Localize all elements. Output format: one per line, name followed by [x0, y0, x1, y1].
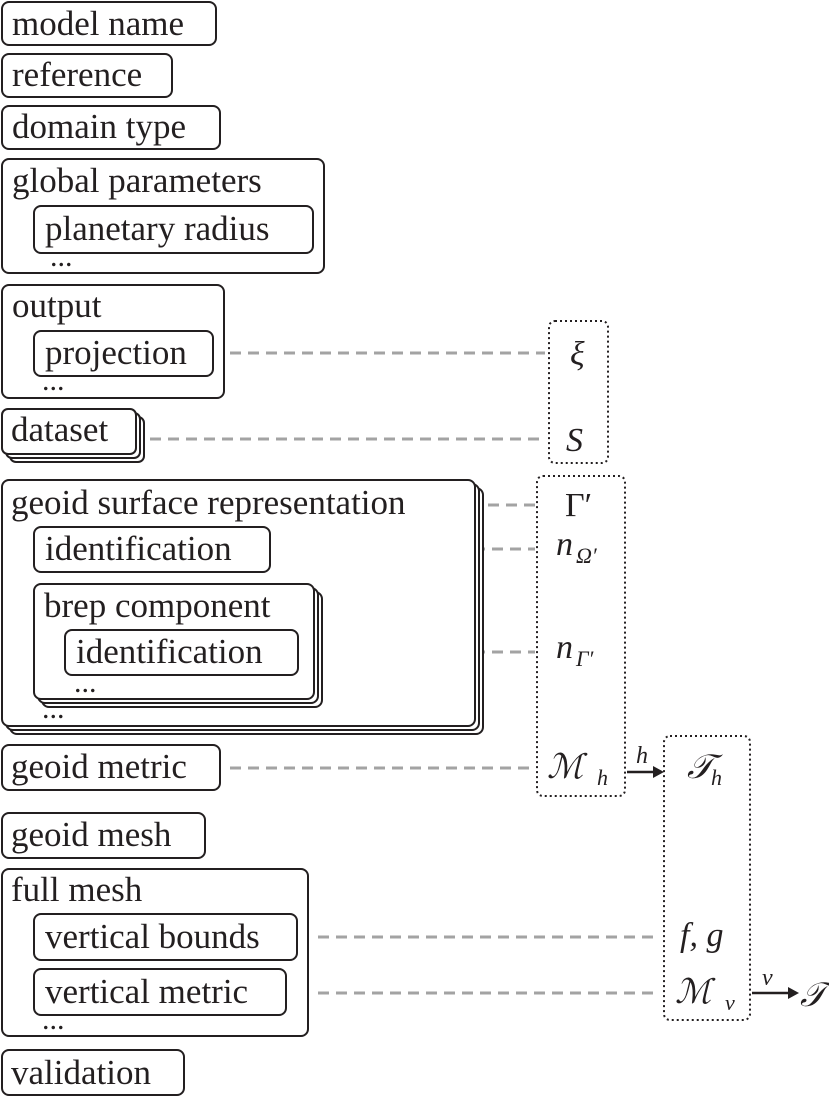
m-h-symbol: ℳ h [547, 749, 608, 790]
v-arrow: v [752, 965, 799, 999]
validation-box: validation [1, 1049, 185, 1096]
output-label: output [12, 286, 102, 325]
model-name-box: model name [1, 1, 217, 46]
h-arrow-label: h [636, 743, 648, 769]
n-omega-symbol: n Ω′ [556, 526, 598, 568]
domain-type-label: domain type [12, 107, 186, 146]
geoid-metric-box: geoid metric [1, 744, 221, 791]
t-final-symbol: 𝒯 [800, 977, 829, 1014]
svg-text:ℳ: ℳ [675, 974, 716, 1011]
t-h-symbol: 𝒯 h [687, 749, 723, 790]
brep-component-label: brep component [44, 586, 271, 625]
geoid-mesh-box: geoid mesh [1, 812, 206, 859]
svg-text:v: v [725, 990, 735, 1015]
h-arrow: h [627, 743, 664, 778]
output-symbols-box [548, 320, 609, 464]
svg-text:n: n [556, 526, 573, 563]
v-arrow-label: v [762, 965, 773, 991]
global-parameters-label: global parameters [12, 161, 262, 200]
brep-component-box-stack: brep component identification ... [33, 583, 323, 708]
validation-label: validation [11, 1053, 151, 1092]
domain-type-box: domain type [1, 105, 221, 150]
planetary-radius-label: planetary radius [45, 209, 270, 248]
gamma-prime-symbol: Γ′ [565, 487, 592, 524]
f-g-symbol: f, g [680, 917, 723, 954]
projection-label: projection [45, 333, 187, 372]
svg-text:ℳ: ℳ [547, 749, 588, 786]
full-mesh-ellipsis: ... [42, 1003, 65, 1036]
output-ellipsis: ... [42, 364, 65, 397]
output-box: output projection ... [1, 284, 225, 399]
global-parameters-ellipsis: ... [50, 240, 73, 273]
svg-text:h: h [597, 765, 608, 790]
geoid-mesh-label: geoid mesh [11, 815, 172, 854]
xi-symbol: ξ [570, 336, 585, 373]
brep-identification-label: identification [76, 632, 263, 671]
identification-label: identification [45, 529, 232, 568]
dataset-box-stack: dataset [1, 408, 145, 463]
vertical-metric-label: vertical metric [45, 972, 248, 1011]
reference-label: reference [12, 55, 142, 94]
s-symbol: S [566, 422, 583, 459]
geoid-metric-label: geoid metric [11, 747, 187, 786]
mesh-symbols-box [663, 735, 751, 1021]
svg-text:Ω′: Ω′ [576, 543, 598, 568]
full-mesh-box: full mesh vertical bounds vertical metri… [1, 868, 309, 1037]
surface-symbols-box [536, 475, 626, 797]
m-v-symbol: ℳ v [675, 974, 735, 1015]
n-gamma-symbol: n Γ′ [556, 629, 595, 671]
geoid-surface-representation-box-stack: geoid surface representation identificat… [1, 479, 484, 735]
svg-text:n: n [556, 629, 573, 666]
vertical-bounds-label: vertical bounds [45, 917, 260, 956]
full-mesh-label: full mesh [11, 870, 143, 909]
dataset-label: dataset [11, 410, 108, 449]
reference-box: reference [1, 53, 173, 98]
geoid-surface-representation-label: geoid surface representation [11, 483, 406, 522]
svg-text:Γ′: Γ′ [575, 646, 595, 671]
global-parameters-box: global parameters planetary radius ... [1, 158, 325, 274]
geoid-surface-ellipsis: ... [42, 692, 65, 725]
brep-component-ellipsis: ... [74, 666, 97, 699]
model-name-label: model name [12, 4, 184, 43]
svg-text:h: h [711, 765, 722, 790]
